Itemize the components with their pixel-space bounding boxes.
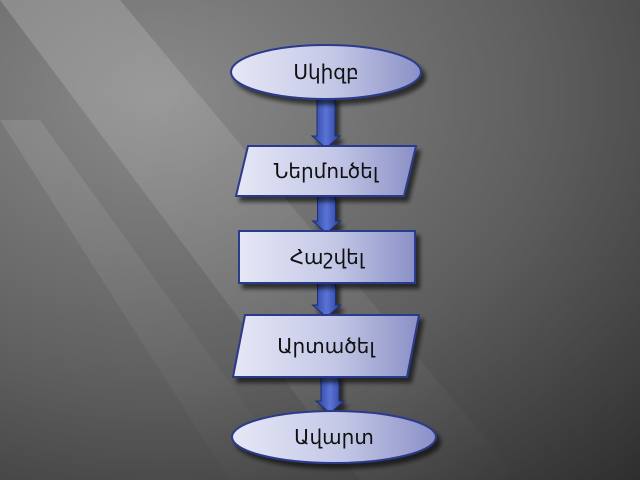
flow-node-start-ellipse	[230, 44, 422, 100]
flow-node-process-rectangle	[238, 230, 416, 284]
flow-arrow-start-to-input	[310, 96, 342, 149]
flow-arrow-output-to-end	[314, 374, 346, 414]
flow-arrow-input-to-process	[311, 193, 342, 234]
flow-node-output-parallelogram	[231, 314, 421, 378]
light-beam	[0, 120, 300, 480]
flow-node-end-ellipse	[231, 410, 437, 464]
flow-arrow-process-to-output	[311, 280, 342, 318]
flow-node-input-parallelogram	[234, 145, 418, 197]
